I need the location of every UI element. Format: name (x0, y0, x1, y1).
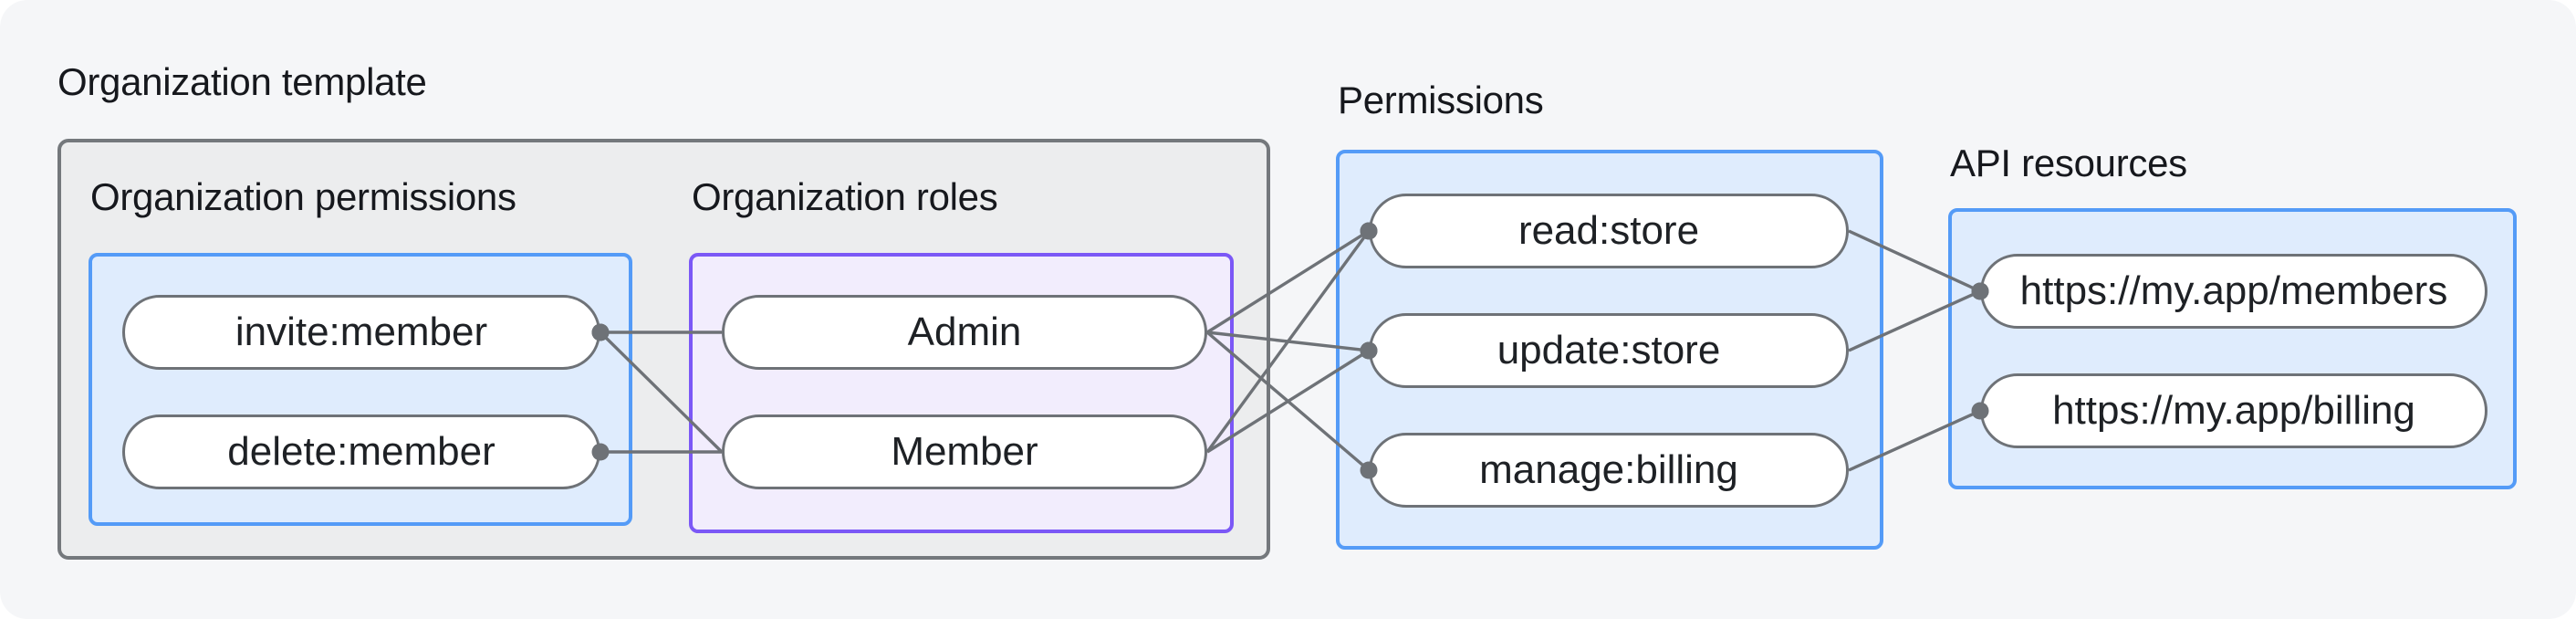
organization-roles-label: Organization roles (692, 175, 998, 218)
node-read-store: read:store (1369, 194, 1849, 268)
node-admin: Admin (722, 295, 1207, 370)
organization-template-label: Organization template (57, 60, 427, 103)
node-api-billing: https://my.app/billing (1980, 373, 2487, 448)
organization-permissions-label: Organization permissions (90, 175, 516, 218)
node-delete-member: delete:member (122, 414, 600, 489)
node-member: Member (722, 414, 1207, 489)
node-manage-billing: manage:billing (1369, 433, 1849, 508)
node-invite-member: invite:member (122, 295, 600, 370)
api-resources-label: API resources (1950, 142, 2187, 184)
node-api-members: https://my.app/members (1980, 254, 2487, 329)
node-update-store: update:store (1369, 313, 1849, 388)
permissions-label: Permissions (1338, 79, 1544, 121)
